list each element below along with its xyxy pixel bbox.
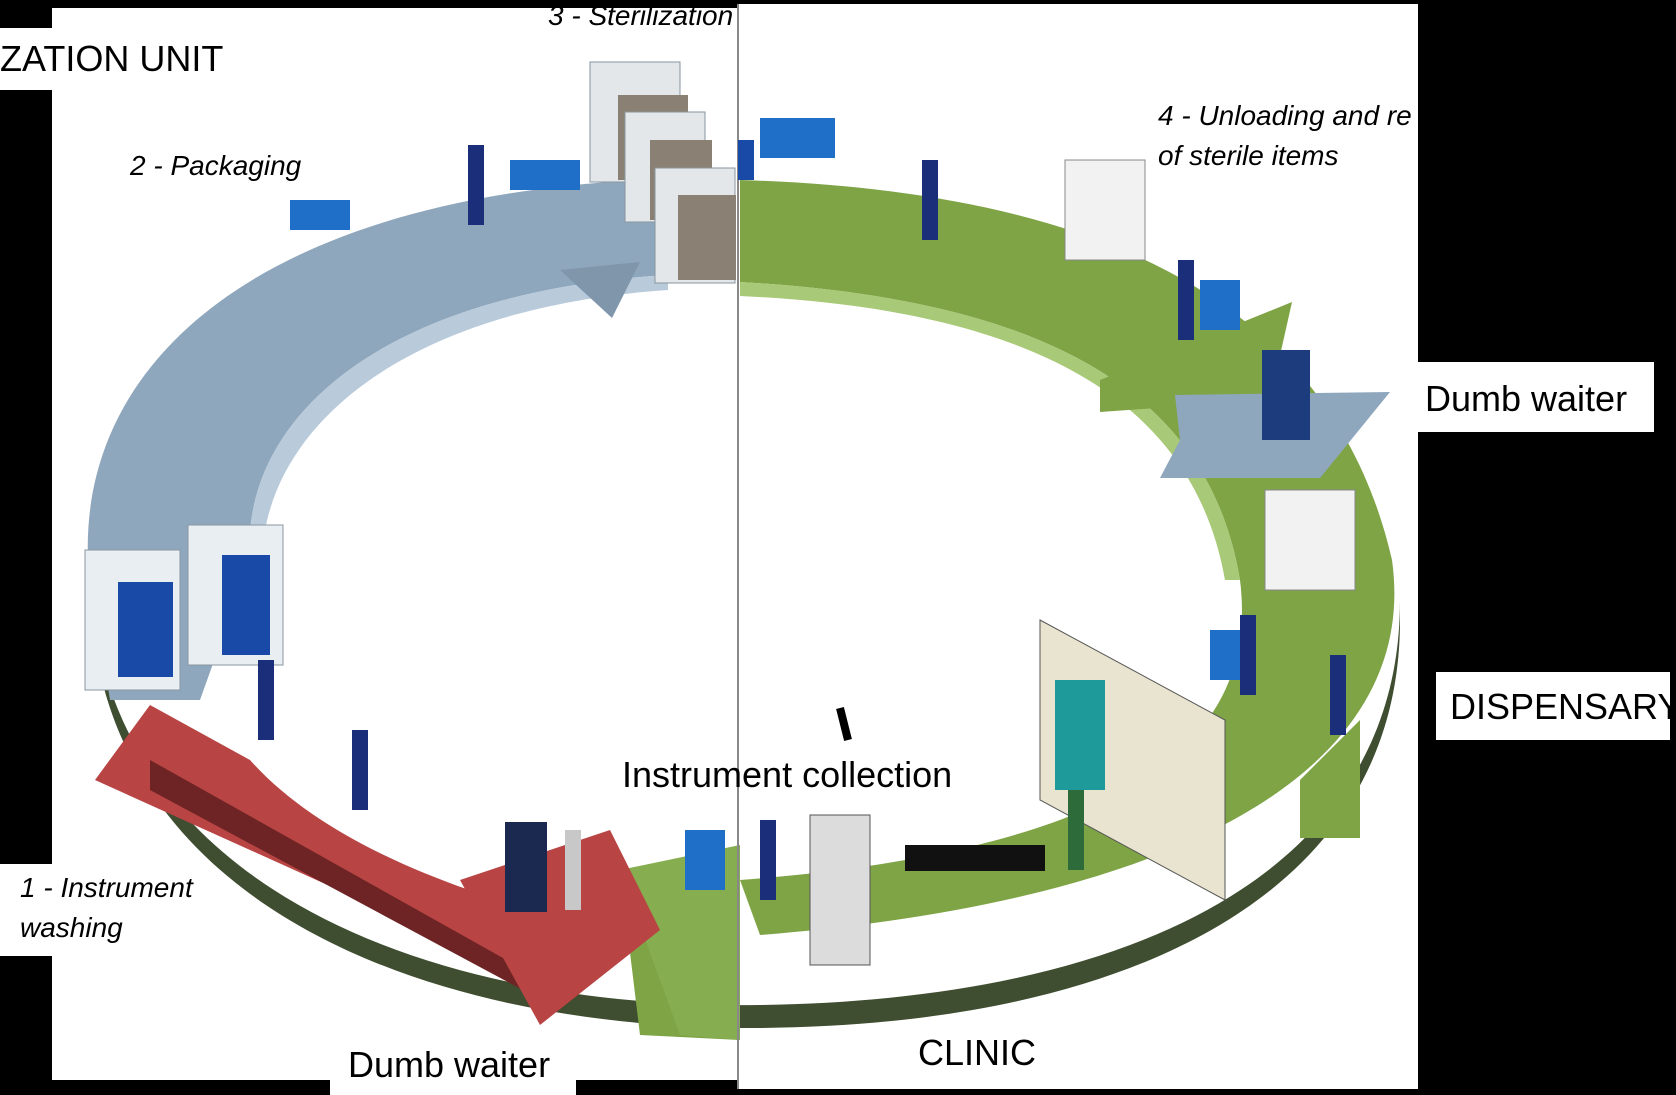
operating-table [905, 845, 1045, 871]
step1-label-line2: washing [20, 912, 123, 943]
clinic-label: CLINIC [918, 1032, 1037, 1073]
sterile-zone-highlight [249, 275, 668, 560]
clinic-wall-mark [836, 707, 852, 741]
step3-label: 3 - Sterilization [548, 0, 734, 31]
instrument-collection-label: Instrument collection [622, 754, 953, 795]
dumb-waiter-bottom-box [330, 1036, 576, 1095]
sterilizer-machines [589, 61, 754, 284]
step1-label-box [0, 864, 210, 956]
washer-machines [84, 524, 284, 691]
staff-figures [258, 145, 1346, 910]
clean-arrow-head-right [1300, 720, 1360, 838]
dumb-waiter-bottom-label: Dumb waiter [348, 1044, 551, 1085]
step4-label-line1: 4 - Unloading and re [1158, 100, 1412, 131]
step2-label: 2 - Packaging [130, 150, 302, 181]
step1-label-line1: 1 - Instrument [20, 872, 193, 903]
collection-arrow-head [620, 845, 740, 1040]
blue-trays [290, 118, 1250, 890]
dumb-waiter-right-label: Dumb waiter [1425, 378, 1628, 419]
dumb-waiter-right-box [1418, 362, 1654, 432]
clean-arrow-head-top [1100, 302, 1292, 412]
dumb-waiter-bottom-cabinet [505, 822, 547, 912]
clinic-door [809, 619, 1226, 966]
unit-label-box [0, 28, 210, 90]
sterile-arrow-head [560, 262, 640, 318]
storage-racks [1064, 159, 1356, 591]
dumb-waiter-right-cabinet [1262, 350, 1310, 440]
dispensary-label: DISPENSARY [1450, 686, 1676, 727]
unit-label: ZATION UNIT [0, 38, 224, 79]
step4-label-line2: of sterile items [1158, 140, 1339, 171]
dirty-zone-arc [95, 705, 610, 990]
dirty-zone-depth [150, 760, 560, 1010]
dispensary-box [1436, 672, 1670, 740]
